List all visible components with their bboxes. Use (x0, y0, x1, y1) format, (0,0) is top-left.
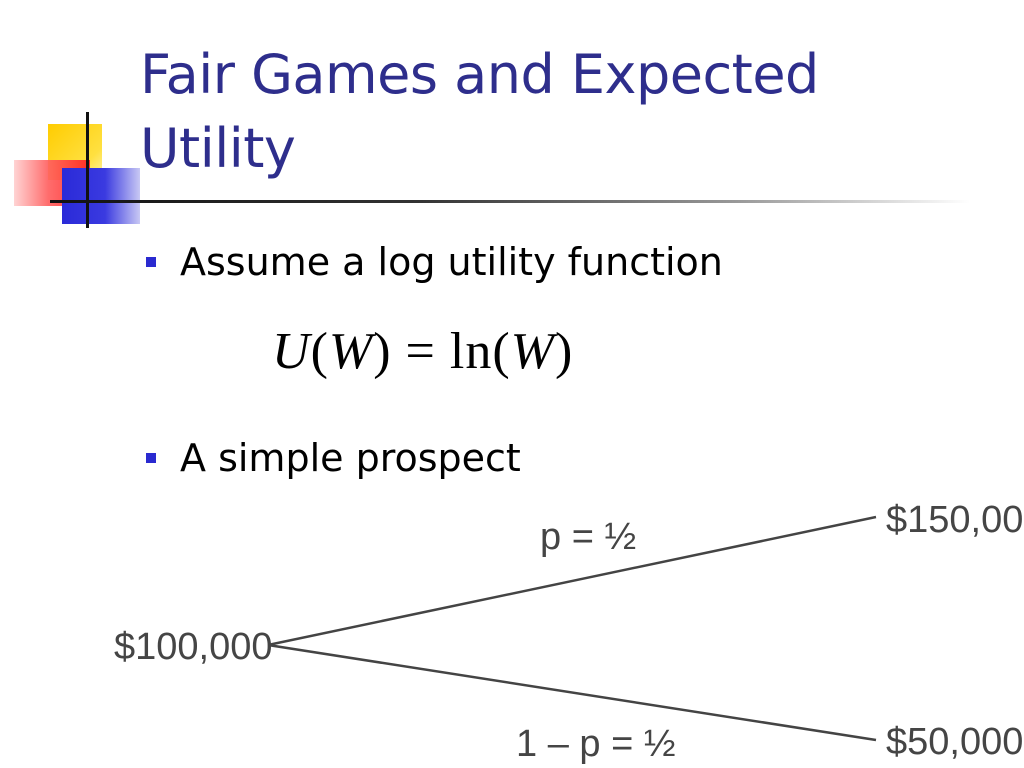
upper-outcome-label: $150,000 (886, 499, 1024, 541)
decorative-vertical-line (86, 112, 89, 228)
initial-wealth-label: $100,000 (114, 626, 273, 668)
bullet-item: A simple prospect (146, 432, 521, 484)
lower-probability-label: 1 – p = ½ (516, 723, 676, 765)
formula-paren: ) (554, 323, 574, 380)
formula-equals: = (405, 323, 436, 380)
formula-function-u: U (272, 323, 311, 380)
decorative-blue-square (62, 168, 140, 224)
formula-paren: ( (310, 323, 329, 380)
bullet-square-icon (146, 453, 156, 463)
upper-probability-label: p = ½ (540, 516, 636, 558)
slide-title: Fair Games and Expected Utility (140, 38, 1000, 186)
slide-title-line-1: Fair Games and Expected (140, 43, 819, 106)
formula-variable-w: W (328, 323, 374, 380)
formula-variable-w: W (510, 323, 555, 380)
upper-branch-line (267, 515, 877, 647)
formula-paren: ( (492, 323, 511, 380)
bullet-text: Assume a log utility function (180, 240, 723, 284)
formula-paren: ) (373, 323, 392, 380)
bullet-square-icon (146, 257, 156, 267)
utility-formula: U(W) = ln(W) (272, 322, 573, 381)
title-underline (50, 200, 970, 203)
bullet-item: Assume a log utility function (146, 236, 723, 288)
bullet-text: A simple prospect (180, 436, 521, 480)
lower-outcome-label: $50,000 (886, 721, 1023, 763)
slide-title-line-2: Utility (140, 117, 296, 180)
formula-function-ln: ln (449, 323, 493, 380)
lower-branch-line (267, 643, 877, 742)
